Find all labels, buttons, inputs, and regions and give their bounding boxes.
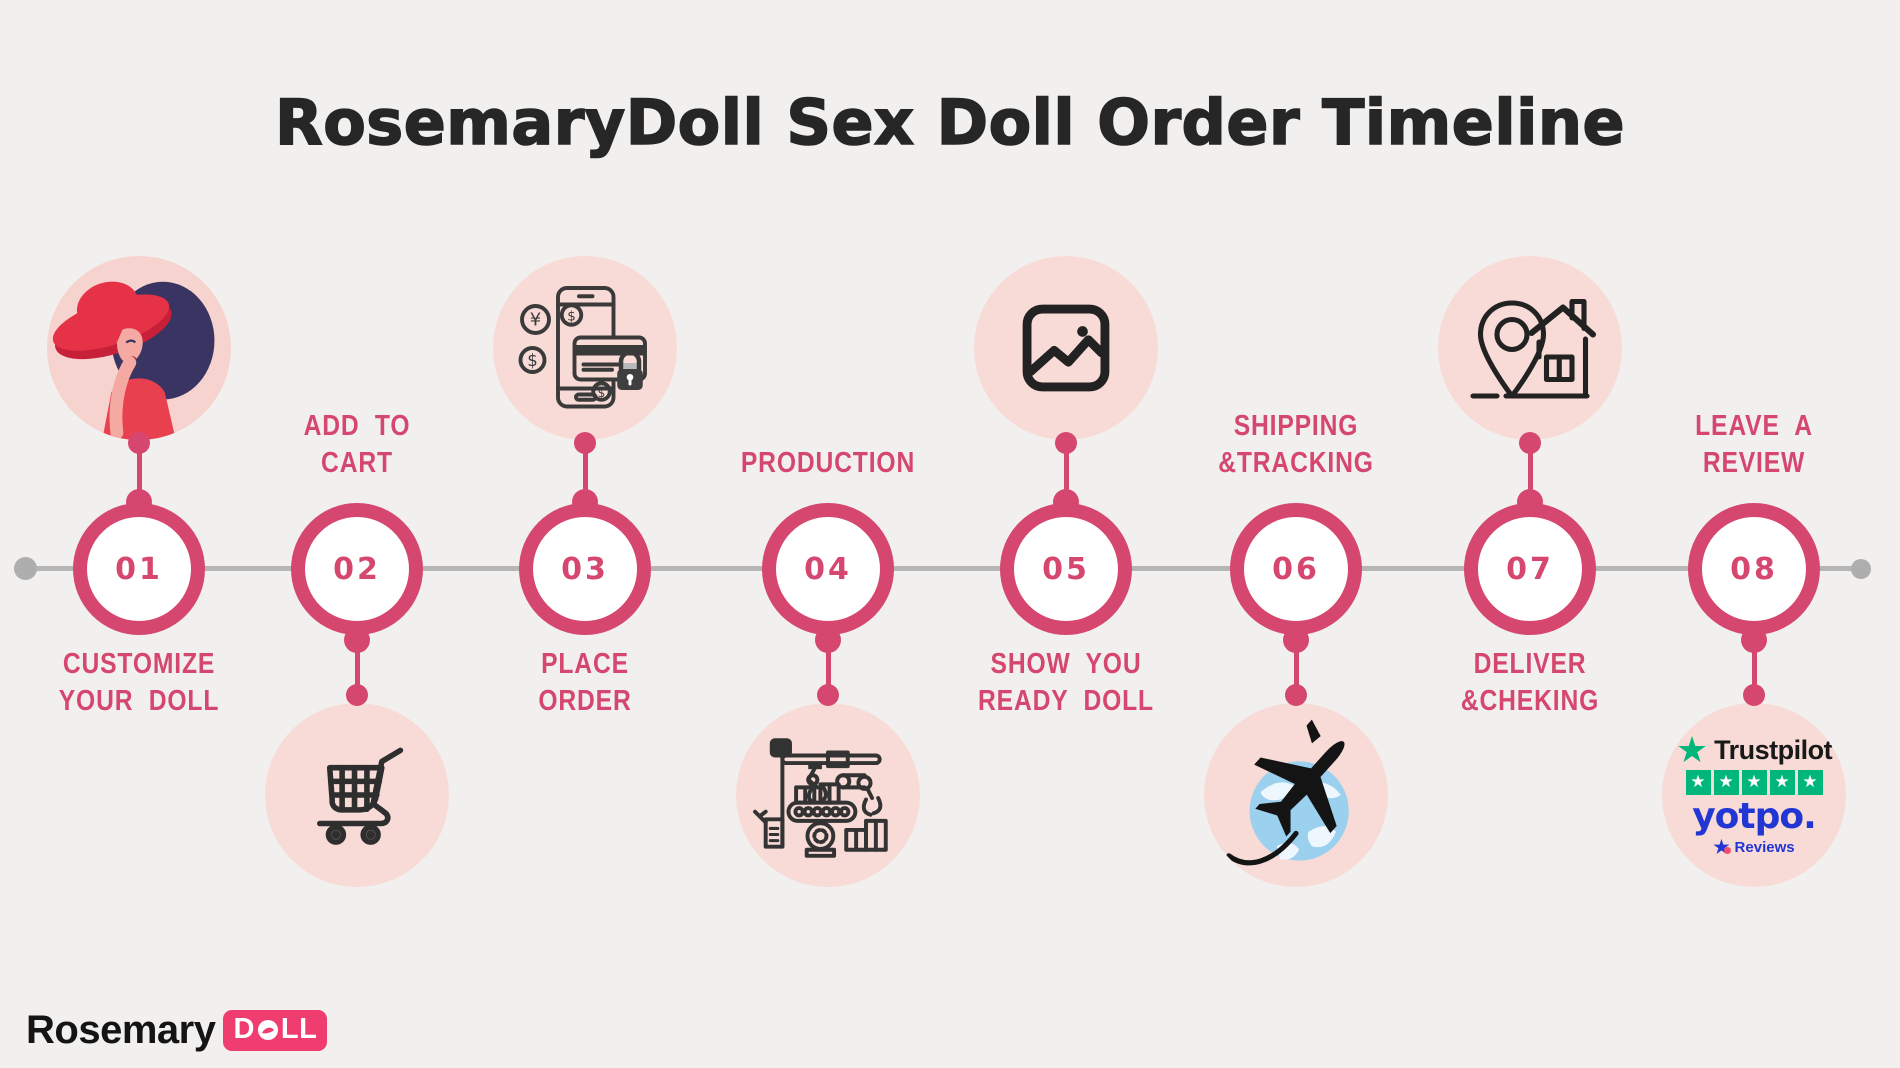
yotpo-star-icon: ★ <box>1713 837 1731 857</box>
step-label-line: READY DOLL <box>978 685 1154 717</box>
connector-dot <box>1519 432 1541 454</box>
svg-text:$: $ <box>598 386 606 400</box>
step-08-label: LEAVE A REVIEW <box>1627 408 1882 482</box>
connector-line <box>136 441 142 501</box>
brand-logo: Rosemary D LL <box>26 1008 328 1053</box>
step-05-icon-circle <box>974 256 1158 440</box>
step-label-line: CART <box>321 447 393 479</box>
trustpilot-star-box: ★ <box>1685 769 1711 795</box>
brand-name: Rosemary <box>26 1008 216 1052</box>
step-label-line: YOUR DOLL <box>58 685 220 717</box>
step-08-icon-circle: ★ Trustpilot ★★★★★ yotpo. ★ Reviews <box>1662 703 1846 887</box>
yotpo-reviews: ★ Reviews <box>1713 837 1795 857</box>
step-number: 05 <box>1042 551 1090 587</box>
woman-red-hat-illustration <box>47 256 231 440</box>
step-04-label: PRODUCTION <box>701 445 956 482</box>
step-04-circle: 04 <box>762 503 894 635</box>
phone-payment-glyph: ¥ $ $ $ <box>518 286 647 409</box>
doll-o-icon <box>257 1019 279 1041</box>
step-01-label: CUSTOMIZE YOUR DOLL <box>12 646 267 720</box>
step-05-label: SHOW YOU READY DOLL <box>939 646 1194 720</box>
connector-line <box>825 634 831 694</box>
step-02-label: ADD TO CART <box>230 408 485 482</box>
step-number: 03 <box>561 551 609 587</box>
yotpo-logo: yotpo. <box>1692 795 1817 837</box>
step-08-circle: 08 <box>1688 503 1820 635</box>
connector-dot <box>817 684 839 706</box>
factory-glyph <box>753 738 888 858</box>
step-label-line: CUSTOMIZE <box>62 648 216 680</box>
step-01-icon-circle <box>47 256 231 440</box>
page-title: RosemaryDoll Sex Doll Order Timeline <box>274 85 1626 160</box>
step-label-line: PLACE <box>541 648 629 680</box>
svg-text:$: $ <box>567 308 576 324</box>
step-01-circle: 01 <box>73 503 205 635</box>
step-number: 06 <box>1272 551 1320 587</box>
trustpilot-star-icon: ★ <box>1675 729 1709 770</box>
connector-line <box>1063 441 1069 501</box>
step-label-line: &TRACKING <box>1218 447 1374 479</box>
connector-line <box>1293 634 1299 694</box>
connector-dot <box>1055 432 1077 454</box>
step-number: 02 <box>333 551 381 587</box>
photo-glyph <box>1022 304 1110 392</box>
trustpilot-star-box: ★ <box>1797 769 1823 795</box>
trustpilot-logo: ★ Trustpilot <box>1675 729 1833 770</box>
step-label-line: ADD TO <box>303 410 411 442</box>
step-label-line: SHIPPING <box>1233 410 1359 442</box>
connector-line <box>582 441 588 501</box>
step-03-circle: 03 <box>519 503 651 635</box>
step-04-icon-circle <box>736 703 920 887</box>
brand-badge-text-ll: LL <box>280 1013 318 1045</box>
step-05-circle: 05 <box>1000 503 1132 635</box>
step-label-line: LEAVE A <box>1695 410 1813 442</box>
step-number: 07 <box>1506 551 1554 587</box>
brand-badge-text-d: D <box>233 1013 255 1045</box>
step-label-line: ORDER <box>538 685 632 717</box>
review-logos: ★ Trustpilot ★★★★★ yotpo. ★ Reviews <box>1675 729 1833 857</box>
yotpo-reviews-label: Reviews <box>1734 838 1795 856</box>
step-07-circle: 07 <box>1464 503 1596 635</box>
connector-line <box>1527 441 1533 501</box>
connector-dot <box>1743 684 1765 706</box>
step-03-icon-circle: ¥ $ $ $ <box>493 256 677 440</box>
step-06-circle: 06 <box>1230 503 1362 635</box>
connector-dot <box>574 432 596 454</box>
connector-dot <box>1285 684 1307 706</box>
step-06-label: SHIPPING&TRACKING <box>1169 408 1424 482</box>
delivery-location-house-glyph <box>1470 298 1596 399</box>
connector-line <box>1751 634 1757 694</box>
step-label-line: SHOW YOU <box>990 648 1142 680</box>
step-label-line: PRODUCTION <box>740 447 916 479</box>
svg-text:¥: ¥ <box>530 310 541 331</box>
step-number: 08 <box>1730 551 1778 587</box>
step-label-line: &CHEKING <box>1460 685 1600 717</box>
trustpilot-star-box: ★ <box>1713 769 1739 795</box>
connector-dot <box>128 432 150 454</box>
step-07-label: DELIVER&CHEKING <box>1403 646 1658 720</box>
step-number: 04 <box>804 551 852 587</box>
step-label-line: REVIEW <box>1702 447 1806 479</box>
trustpilot-five-stars: ★★★★★ <box>1685 769 1823 795</box>
step-03-label: PLACE ORDER <box>458 646 713 720</box>
svg-text:$: $ <box>527 351 538 370</box>
timeline-end-dot <box>1851 559 1871 579</box>
timeline-start-dot <box>14 557 37 580</box>
step-02-icon-circle <box>265 703 449 887</box>
cart-glyph <box>317 747 404 845</box>
step-label-line: DELIVER <box>1473 648 1587 680</box>
step-02-circle: 02 <box>291 503 423 635</box>
airplane-globe-glyph <box>1226 719 1349 866</box>
trustpilot-label: Trustpilot <box>1714 734 1833 765</box>
connector-dot <box>346 684 368 706</box>
timeline-line <box>25 566 1863 571</box>
step-07-icon-circle <box>1438 256 1622 440</box>
step-06-icon-circle <box>1204 703 1388 887</box>
brand-badge: D LL <box>223 1010 328 1051</box>
trustpilot-star-box: ★ <box>1741 769 1767 795</box>
step-number: 01 <box>115 551 163 587</box>
trustpilot-star-box: ★ <box>1769 769 1795 795</box>
connector-line <box>354 634 360 694</box>
